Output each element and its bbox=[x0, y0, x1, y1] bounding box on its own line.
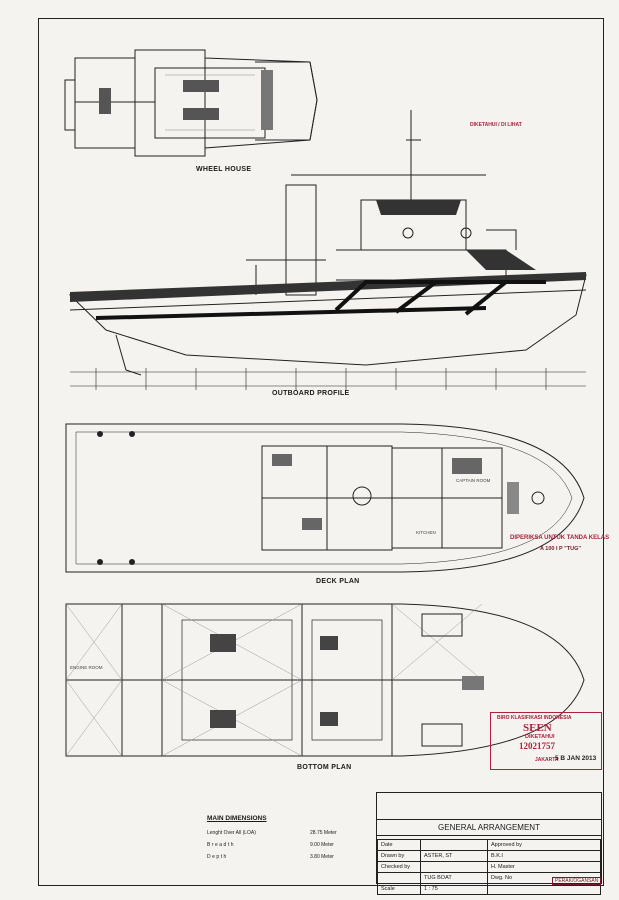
class-notation-stamp: A 100 I P "TUG" bbox=[540, 546, 581, 552]
seen-text: SEEN bbox=[523, 722, 552, 734]
dimension-value-depth: 3.80 Meter bbox=[310, 854, 334, 860]
bottom-plan-caption: BOTTOM PLAN bbox=[297, 764, 352, 771]
right-top-stamp: DIKETAHUI / DI LIHAT bbox=[470, 122, 522, 128]
seen-number-text: 12021757 bbox=[519, 741, 555, 751]
deck-plan-drawing bbox=[65, 423, 585, 573]
wheel-house-caption: WHEEL HOUSE bbox=[196, 166, 252, 173]
approved-by-label: Approved by bbox=[487, 839, 601, 851]
dimension-label-breadth: Breadth bbox=[207, 842, 236, 848]
kitchen-label: KITCHEN bbox=[416, 530, 436, 535]
peramusan-stamp: PERAK/OGANSAN bbox=[552, 877, 602, 885]
dimension-label-depth: Depth bbox=[207, 854, 228, 860]
engine-room-label: ENGINE ROOM bbox=[70, 665, 103, 670]
drawn-by-label: Drawn by bbox=[377, 850, 421, 862]
bki-seen-stamp: BIRO KLASIFIKASI INDONESIA SEEN DIKETAHU… bbox=[490, 712, 602, 770]
scale-label: Scale bbox=[377, 883, 421, 895]
main-dimensions-title: MAIN DIMENSIONS bbox=[207, 815, 267, 822]
type-value: TUG BOAT bbox=[420, 872, 488, 884]
checked-by-label: Checked by bbox=[377, 861, 421, 873]
title-block-table: Date Approved by Drawn by ASTER, ST B.K.… bbox=[377, 839, 601, 895]
deck-plan-caption: DECK PLAN bbox=[316, 578, 360, 585]
dimension-label-loa: Lenght Over All (LOA) bbox=[207, 830, 256, 836]
city-text: JAKARTA bbox=[535, 757, 559, 763]
title-block: GENERAL ARRANGEMENT Date Approved by Dra… bbox=[376, 792, 602, 895]
outboard-profile-drawing bbox=[68, 110, 587, 390]
scale-value: 1 : 75 bbox=[420, 883, 488, 895]
drawing-title: GENERAL ARRANGEMENT bbox=[377, 819, 601, 836]
dimension-value-breadth: 9.00 Meter bbox=[310, 842, 334, 848]
bottom-plan-drawing bbox=[65, 603, 585, 757]
dwg-no-value bbox=[487, 883, 601, 895]
diketahui-text: DIKETAHUI bbox=[525, 734, 555, 740]
date-value bbox=[420, 839, 488, 851]
approved-by-value: B.K.I bbox=[487, 850, 601, 862]
checked-by-value: H. Master bbox=[487, 861, 601, 873]
date-label: Date bbox=[377, 839, 421, 851]
class-check-stamp: DIPERIKSA UNTUK TANDA KELAS bbox=[510, 535, 610, 541]
drawn-by-value: ASTER, ST bbox=[420, 850, 488, 862]
drawing-frame bbox=[38, 18, 604, 886]
captain-room-label: CAPTAIN ROOM bbox=[456, 478, 491, 483]
seen-date-text: 5 B JAN 2013 bbox=[555, 755, 597, 762]
dimension-value-loa: 28.75 Meter bbox=[310, 830, 337, 836]
wheel-house-drawing bbox=[64, 49, 318, 157]
outboard-profile-caption: OUTBOARD PROFILE bbox=[272, 390, 350, 397]
checked-by-blank bbox=[420, 861, 488, 873]
bki-office-text: BIRO KLASIFIKASI INDONESIA bbox=[497, 715, 572, 721]
type-label-cell bbox=[377, 872, 421, 884]
